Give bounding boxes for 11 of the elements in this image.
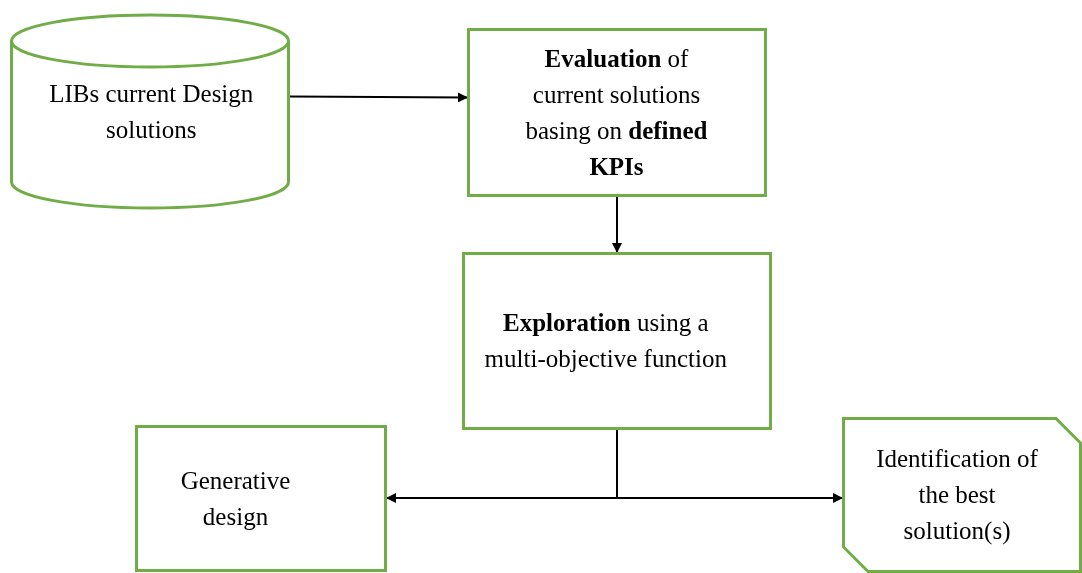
node-text: Exploration using a multi-objective function: [483, 308, 728, 374]
arrow: [289, 92, 468, 103]
process-box: [467, 28, 767, 197]
arrow: [612, 196, 622, 253]
process-box: [462, 252, 772, 430]
process-box: [135, 425, 387, 572]
arrow: [616, 429, 843, 503]
node-text: Generative design: [179, 465, 292, 532]
node-text: Identification of the best solution(s): [875, 444, 1039, 547]
snipped-corner-box: [842, 417, 1082, 573]
node-text: Evaluation of current solutions basing on defined KPIs: [524, 43, 709, 182]
